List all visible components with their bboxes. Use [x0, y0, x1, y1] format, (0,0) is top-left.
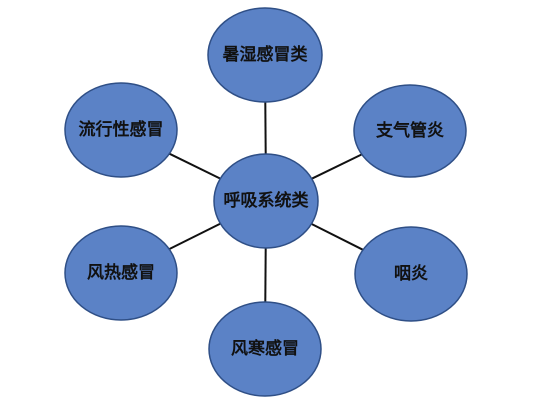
node-top: 暑湿感冒类 — [207, 7, 323, 103]
node-upper-right-label: 支气管炎 — [376, 120, 444, 141]
node-bottom-shape — [208, 301, 322, 397]
node-lower-right-shape — [354, 226, 468, 322]
node-upper-right: 支气管炎 — [353, 84, 467, 178]
node-lower-left-shape — [64, 225, 178, 321]
center-node: 呼吸系统类 — [213, 153, 319, 249]
node-bottom-label: 风寒感冒 — [231, 338, 299, 359]
node-upper-left-shape — [64, 82, 178, 178]
node-lower-right-label: 咽炎 — [394, 264, 428, 284]
center-node-shape — [213, 153, 319, 249]
node-top-label: 暑湿感冒类 — [223, 44, 309, 65]
node-upper-left: 流行性感冒 — [64, 82, 178, 178]
node-lower-right: 咽炎 — [354, 226, 468, 322]
edge-center-upper-right — [311, 153, 363, 180]
edge-center-lower-left — [168, 222, 221, 250]
edge-center-lower-right — [310, 223, 364, 251]
node-upper-right-shape — [353, 84, 467, 178]
edge-center-upper-left — [168, 152, 221, 180]
node-top-shape — [207, 7, 323, 103]
node-bottom: 风寒感冒 — [208, 301, 322, 397]
node-upper-left-label: 流行性感冒 — [79, 119, 164, 140]
node-lower-left: 风热感冒 — [64, 225, 178, 321]
edges — [168, 101, 364, 303]
node-lower-left-label: 风热感冒 — [87, 262, 155, 283]
center-node-label: 呼吸系统类 — [224, 190, 310, 211]
